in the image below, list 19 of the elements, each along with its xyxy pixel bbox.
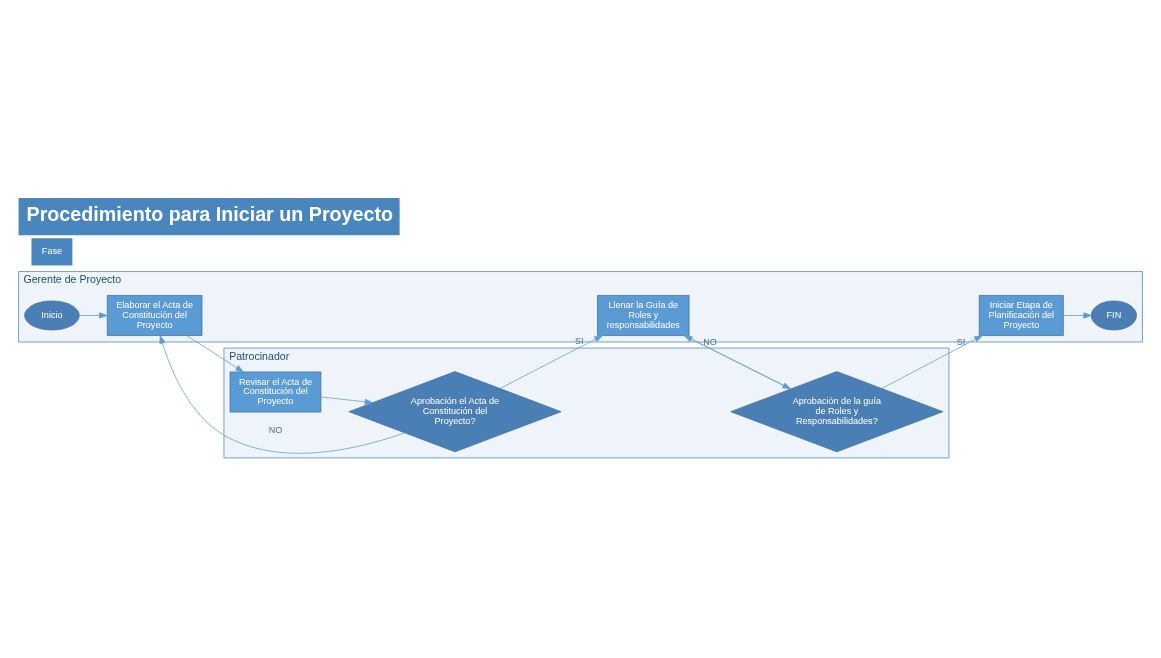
diagram-title: Procedimiento para Iniciar un Proyecto xyxy=(26,202,394,225)
label: Fase xyxy=(41,245,63,256)
arrow xyxy=(186,334,244,372)
node-diamond: Aprobación de la guía de Roles y Responsabilidades? xyxy=(730,370,944,452)
arrow xyxy=(320,396,373,405)
arrow xyxy=(499,334,603,389)
arrow xyxy=(78,311,108,318)
arrow xyxy=(881,334,983,389)
node-box: Llenar la Guía de Roles y responsabilidades xyxy=(597,294,690,336)
arrow xyxy=(683,334,791,389)
node-box: Iniciar Etapa de Planificación del Proyecto xyxy=(978,294,1064,336)
arrow xyxy=(1063,311,1092,318)
node-ellipse: Inicio xyxy=(24,300,80,330)
node-box: Elaborar el Acta de Constitución del Proyecto xyxy=(106,294,203,336)
edge-label: NO xyxy=(268,424,283,435)
node-ellipse: FIN xyxy=(1090,300,1137,330)
arrow xyxy=(159,334,405,454)
node-diamond: Aprobación el Acta de Constitución del Proyecto? xyxy=(348,370,562,452)
node-box: Revisar el Acta de Constitución del Proyecto xyxy=(229,371,322,412)
